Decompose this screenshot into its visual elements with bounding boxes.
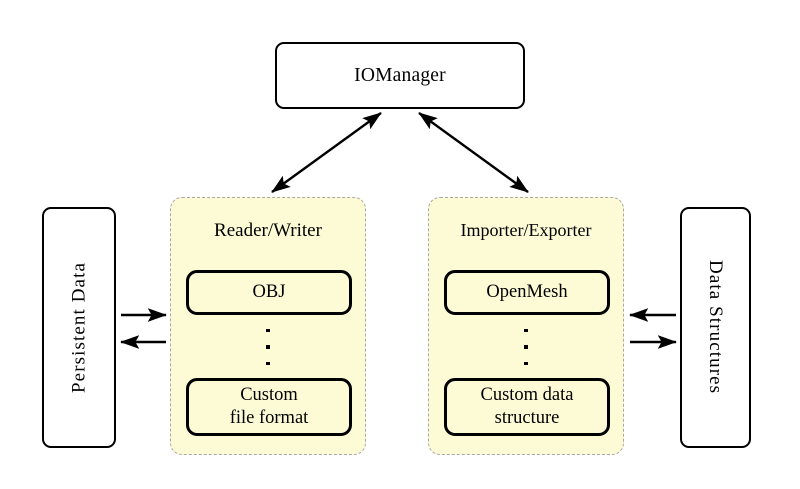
node-openmesh-label: OpenMesh [486,281,568,302]
node-persistent-data-label: Persistent Data [68,262,90,394]
reader-writer-ellipsis-icon [171,325,365,369]
node-data-structures-label: Data Structures [705,260,727,395]
node-io-manager-label: IOManager [354,64,446,86]
node-obj-label: OBJ [252,281,286,302]
node-io-manager[interactable]: IOManager [275,42,525,109]
node-openmesh[interactable]: OpenMesh [444,270,610,315]
node-persistent-data[interactable]: Persistent Data [42,207,116,448]
node-data-structures[interactable]: Data Structures [680,207,751,448]
group-reader-writer-title: Reader/Writer [214,220,322,241]
importer-exporter-ellipsis-icon [429,325,623,369]
node-obj[interactable]: OBJ [186,270,352,315]
edge-manager-reader-writer [271,112,382,193]
edge-manager-importer-exporter [418,112,529,193]
group-importer-exporter-title: Importer/Exporter [460,220,592,240]
